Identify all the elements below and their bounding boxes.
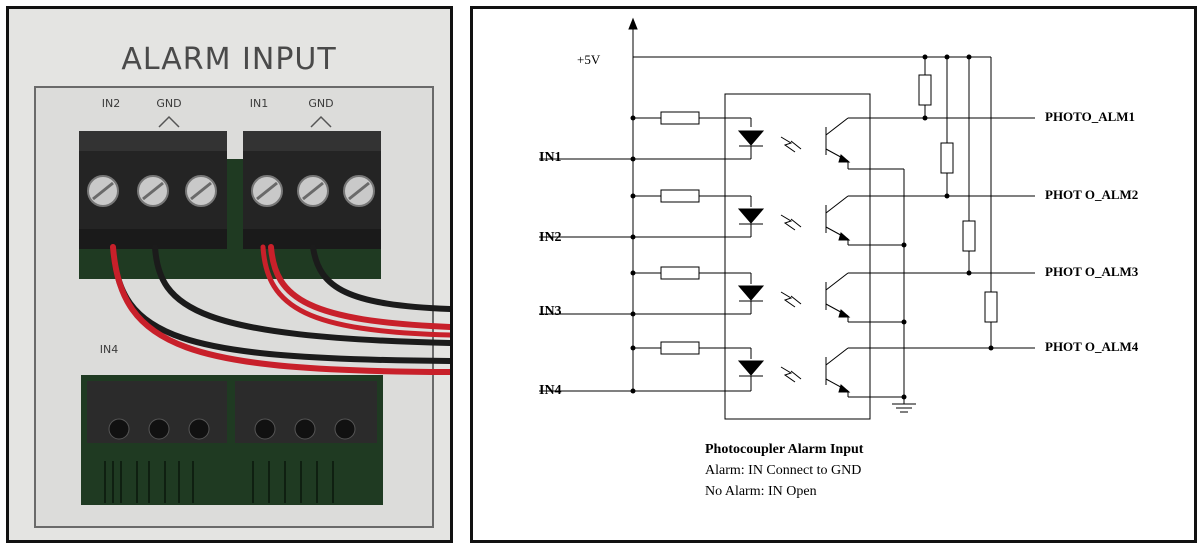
terminal-screws — [87, 175, 375, 207]
wires — [110, 244, 450, 375]
output-label-alm2: PHOT O_ALM2 — [1045, 187, 1138, 202]
label-in4: IN4 — [100, 343, 118, 356]
supply-label: +5V — [577, 52, 601, 67]
header-pins — [108, 418, 356, 440]
rail-arrow — [628, 17, 638, 30]
caption-title: Photocoupler Alarm Input — [705, 442, 864, 457]
gnd-marker-left — [158, 115, 180, 128]
output-label-alm4: PHOT O_ALM4 — [1045, 339, 1139, 354]
ground-symbol — [892, 397, 916, 413]
alarm-input-photo: ALARM INPUT IN2 GND IN1 GND — [6, 6, 453, 543]
channel-4 — [539, 341, 1035, 398]
output-label-alm3: PHOT O_ALM3 — [1045, 264, 1139, 279]
photo-title: ALARM INPUT — [121, 42, 336, 77]
gnd-marker-right — [310, 115, 332, 128]
label-gnd-left: GND — [156, 97, 181, 110]
pcb-traces — [104, 461, 334, 503]
label-gnd-right: GND — [308, 97, 333, 110]
caption-line-1: Alarm: IN Connect to GND — [705, 463, 861, 478]
input-label-in1: IN1 — [539, 150, 562, 165]
label-in1: IN1 — [250, 97, 268, 110]
photo-illustration: ALARM INPUT IN2 GND IN1 GND — [9, 9, 450, 540]
photocoupler-ic — [724, 93, 871, 420]
label-in2: IN2 — [102, 97, 120, 110]
input-label-in4: IN4 — [539, 383, 562, 398]
channel-3 — [539, 266, 1035, 323]
caption-line-2: No Alarm: IN Open — [705, 484, 817, 499]
channel-2 — [539, 189, 1035, 246]
schematic-drawing: +5V — [539, 17, 1139, 499]
input-label-in3: IN3 — [539, 304, 562, 319]
channel-1 — [539, 111, 1035, 170]
output-label-alm1: PHOTO_ALM1 — [1045, 109, 1135, 124]
pullup-resistors — [918, 57, 998, 348]
photocoupler-schematic: +5V — [470, 6, 1197, 543]
input-label-in2: IN2 — [539, 230, 562, 245]
